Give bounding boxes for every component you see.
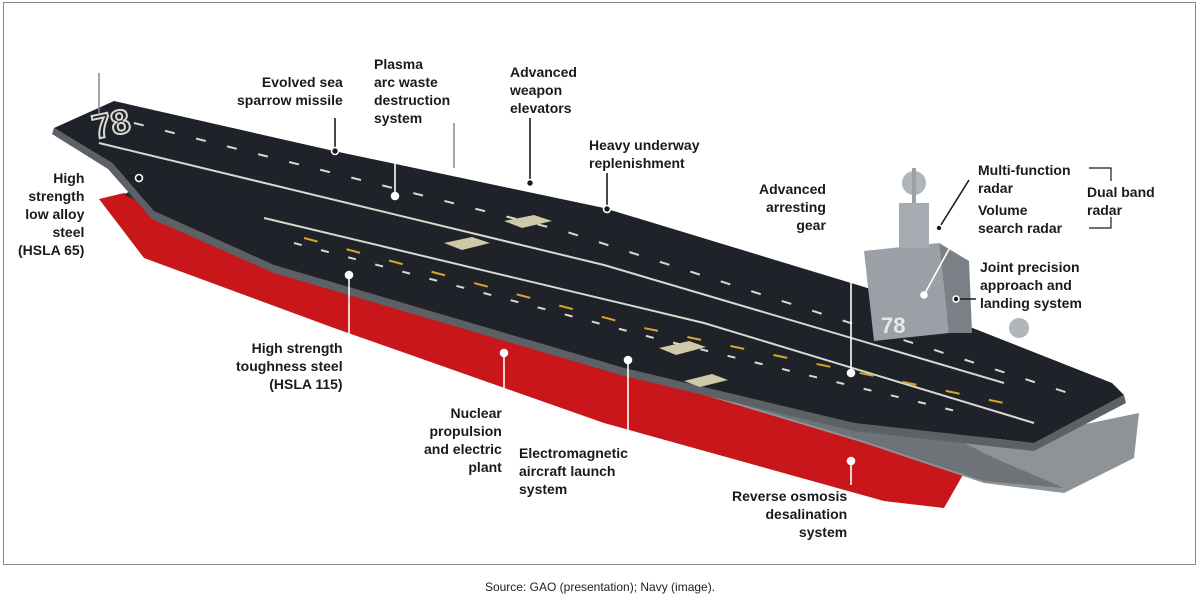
label-dual-band-radar: Dual band radar [1087, 184, 1155, 218]
label-volume-search-radar: Volume search radar [978, 202, 1063, 236]
label-evolved-sea-sparrow: Evolved sea sparrow missile [237, 74, 343, 108]
source-note: Source: GAO (presentation); Navy (image)… [484, 580, 716, 594]
label-advanced-arresting-gear: Advanced arresting gear [759, 181, 826, 233]
label-hsla65: High strength low alloy steel (HSLA 65) [18, 170, 85, 258]
label-hsla115: High strength toughness steel (HSLA 115) [236, 340, 343, 392]
label-reverse-osmosis: Reverse osmosis desalination system [732, 488, 848, 540]
label-emals: Electromagnetic aircraft launch system [519, 445, 628, 497]
deck-markings [98, 122, 1085, 424]
dual-band-bracket [1089, 167, 1112, 229]
flight-deck [54, 101, 1124, 443]
label-heavy-underway: Heavy underway replenishment [589, 137, 700, 171]
aircraft-carrier-illustration: 78 78 [52, 73, 1139, 508]
label-plasma-arc: Plasma arc waste destruction system [374, 56, 451, 126]
deck-hull-number: 78 [89, 102, 134, 147]
label-nuclear-propulsion: Nuclear propulsion and electric plant [424, 405, 502, 475]
label-advanced-weapon-elevators: Advanced weapon elevators [510, 64, 577, 116]
label-multi-function-radar: Multi-function radar [978, 162, 1071, 196]
island-hull-number: 78 [881, 313, 905, 338]
leader-lines [128, 118, 976, 485]
figure-frame: 78 78 [3, 2, 1196, 565]
island-superstructure: 78 [864, 168, 1029, 341]
label-joint-precision: Joint precision approach and landing sys… [980, 259, 1082, 311]
elevators [444, 215, 728, 387]
